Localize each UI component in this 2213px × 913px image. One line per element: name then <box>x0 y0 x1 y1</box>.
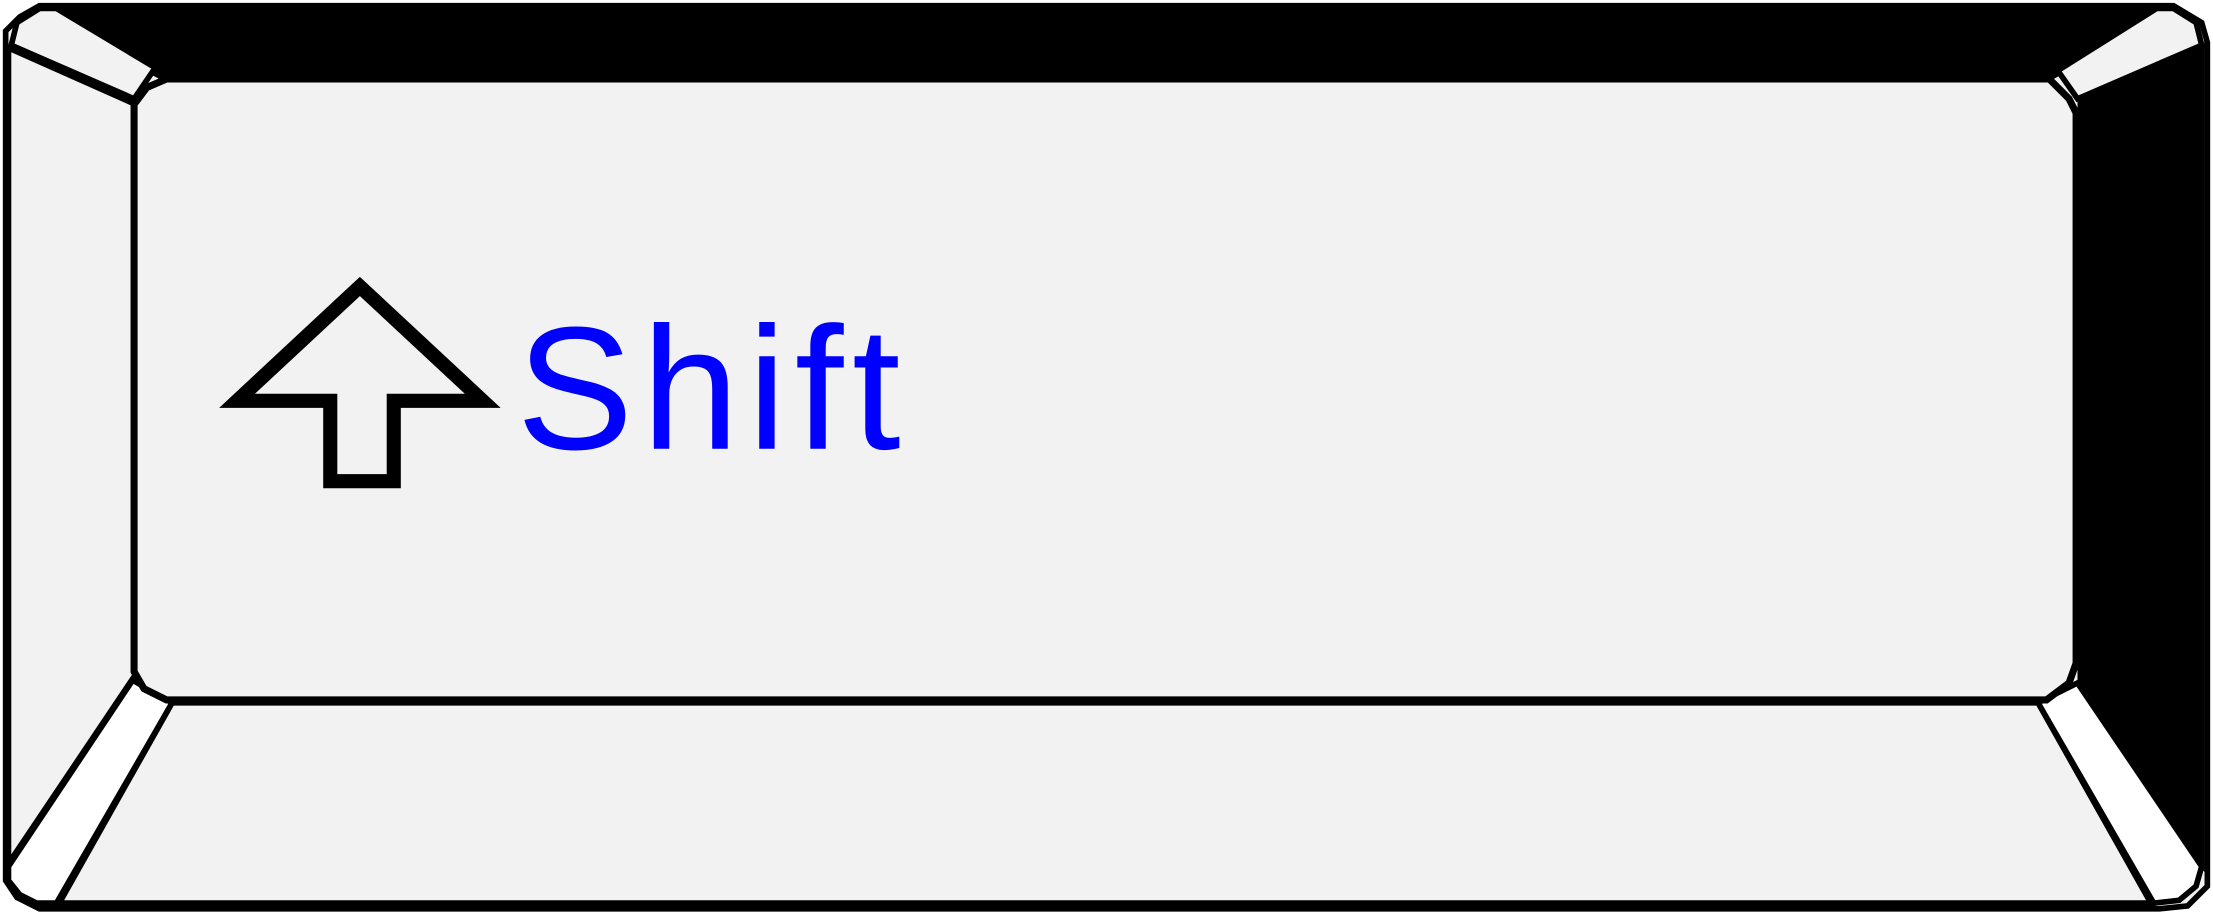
key-right-bevel <box>2077 42 2205 873</box>
key-face <box>130 75 2080 704</box>
key-top-bevel <box>50 5 2163 80</box>
key-corner-top-right <box>2053 5 2206 103</box>
shift-arrow-icon <box>219 276 501 489</box>
key-label: Shift <box>517 292 910 487</box>
key-bottom-bevel <box>54 699 2156 906</box>
